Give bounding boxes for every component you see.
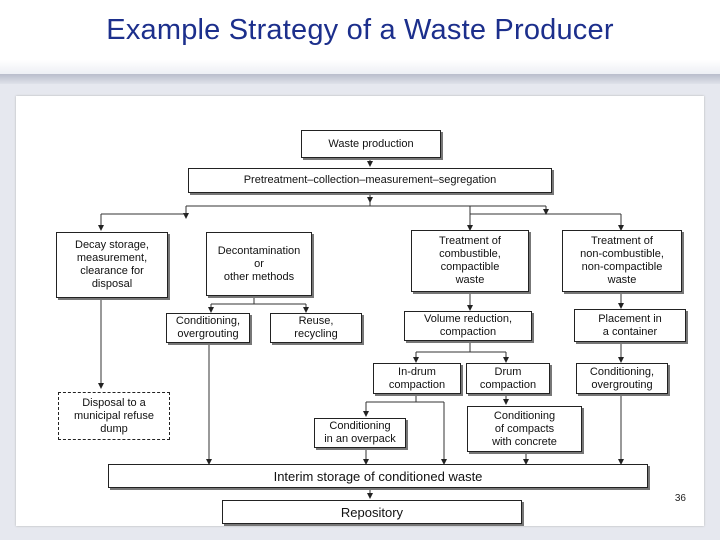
node-treatment-combustible: Treatment of combustible, compactible wa… — [411, 230, 529, 292]
node-interim-storage: Interim storage of conditioned waste — [108, 464, 648, 488]
connector-lines — [98, 158, 624, 499]
page-number: 36 — [674, 493, 686, 504]
node-volume-reduction: Volume reduction, compaction — [404, 311, 532, 341]
node-decay-storage: Decay storage, measurement, clearance fo… — [56, 232, 168, 298]
node-conditioning-compacts: Conditioning of compacts with concrete — [467, 406, 582, 452]
node-conditioning-overgrouting-2: Conditioning, overgrouting — [576, 363, 668, 394]
node-treatment-noncombustible: Treatment of non-combustible, non-compac… — [562, 230, 682, 292]
node-disposal-municipal: Disposal to a municipal refuse dump — [58, 392, 170, 440]
slide-title: Example Strategy of a Waste Producer — [106, 14, 614, 46]
node-drum-compaction: Drum compaction — [466, 363, 550, 394]
node-in-drum-compaction: In-drum compaction — [373, 363, 461, 394]
flowchart-panel: Waste production Pretreatment–collection… — [16, 96, 704, 526]
node-conditioning-overgrouting-1: Conditioning, overgrouting — [166, 313, 250, 343]
node-placement-container: Placement in a container — [574, 309, 686, 342]
title-divider — [0, 74, 720, 84]
node-decontamination: Decontamination or other methods — [206, 232, 312, 296]
node-pretreatment: Pretreatment–collection–measurement–segr… — [188, 168, 552, 193]
node-conditioning-overpack: Conditioning in an overpack — [314, 418, 406, 448]
node-reuse-recycling: Reuse, recycling — [270, 313, 362, 343]
node-repository: Repository — [222, 500, 522, 524]
node-waste-production: Waste production — [301, 130, 441, 158]
